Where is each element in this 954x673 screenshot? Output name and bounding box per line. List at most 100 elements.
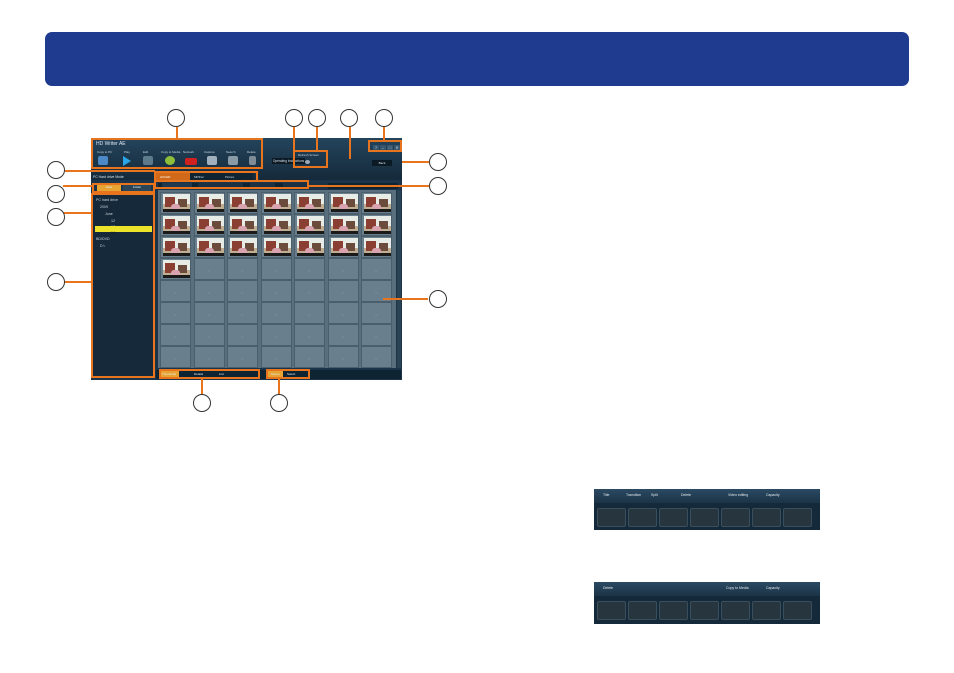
menu-copy-to-media[interactable]: Copy to Media — [161, 150, 181, 154]
scene-slot[interactable] — [690, 601, 719, 620]
thumbnail-cell[interactable] — [193, 192, 225, 214]
thumbnail-cell[interactable] — [327, 192, 359, 214]
help-button[interactable]: ? — [373, 145, 379, 150]
video-editing-button[interactable]: Video editing — [728, 493, 749, 497]
sort-option[interactable] — [162, 183, 192, 189]
thumbnail-cell[interactable] — [361, 192, 392, 214]
thumbnail-cell[interactable] — [193, 214, 225, 236]
tree-year[interactable]: 2009 — [100, 205, 108, 209]
split-button[interactable]: Split — [651, 493, 658, 497]
play-icon[interactable] — [123, 156, 131, 166]
back-button[interactable]: Back — [372, 160, 392, 166]
thumbnail-cell[interactable] — [160, 258, 191, 280]
thumbnail-cell[interactable] — [227, 236, 258, 258]
scene-slot[interactable] — [628, 508, 657, 527]
empty-slot-icon: ○ — [241, 268, 244, 273]
thumbnail-cell[interactable] — [260, 214, 292, 236]
tree-drive[interactable]: D:\ — [100, 244, 105, 248]
tab-avchd[interactable]: AVCHD — [156, 173, 192, 181]
menu-capture[interactable]: Capture — [204, 150, 215, 154]
transition-button[interactable]: Transition — [626, 493, 642, 497]
camera-icon[interactable] — [207, 156, 217, 165]
thumbnail-cell[interactable] — [294, 214, 325, 236]
tree-day-selected[interactable]: 14 — [111, 231, 115, 235]
thumbnail-cell[interactable] — [327, 214, 359, 236]
folder-button[interactable]: Folder — [123, 184, 151, 191]
menu-network[interactable]: Network — [183, 150, 195, 154]
thumbnail-cell[interactable] — [260, 236, 292, 258]
scene-slot[interactable] — [628, 601, 657, 620]
edit-icon[interactable] — [143, 156, 153, 165]
settings-icon[interactable] — [305, 160, 310, 164]
delete-button[interactable]: Delete — [603, 586, 614, 590]
close-button[interactable]: ✕ — [394, 145, 400, 150]
scene-slot[interactable] — [690, 508, 719, 527]
date-button[interactable]: Date — [97, 184, 121, 191]
thumbnail-cell[interactable] — [361, 214, 392, 236]
thumbnail-cell[interactable] — [361, 236, 392, 258]
search-icon[interactable] — [228, 156, 238, 165]
youtube-icon[interactable] — [185, 158, 197, 165]
thumbnail-cell[interactable] — [193, 236, 225, 258]
scene-slot[interactable] — [752, 601, 781, 620]
tree-month[interactable]: June — [105, 212, 113, 216]
thumbnail-cell[interactable] — [160, 214, 191, 236]
tree-bd-dvd[interactable]: BD/DVD — [96, 237, 110, 241]
sort-option[interactable] — [283, 183, 328, 189]
scene-slot[interactable] — [597, 601, 626, 620]
thumbnail-cell[interactable] — [294, 236, 325, 258]
video-thumbnail — [263, 238, 291, 256]
minimize-button[interactable]: – — [380, 145, 386, 150]
thumbnail-cell[interactable] — [227, 214, 258, 236]
menu-search[interactable]: Search — [226, 150, 236, 154]
operating-instructions-button[interactable]: Operating Instructions — [272, 158, 305, 164]
title-button[interactable]: Title — [603, 493, 610, 497]
menu-delete[interactable]: Delete — [247, 150, 256, 154]
copy-to-media-button[interactable]: Copy to Media — [726, 586, 749, 590]
tab-mp3sc[interactable]: MP3/sc — [190, 173, 222, 181]
thumbnail-cell[interactable] — [160, 192, 191, 214]
scene-slot[interactable] — [659, 508, 688, 527]
scene-slot[interactable] — [659, 601, 688, 620]
empty-cell: ○ — [193, 280, 225, 302]
tab-picture[interactable]: Picture — [221, 173, 253, 181]
scene-slot[interactable] — [752, 508, 781, 527]
callout-circle — [429, 177, 447, 195]
scene-slot[interactable] — [721, 601, 750, 620]
scrollbar[interactable] — [397, 190, 401, 368]
list-view-button[interactable]: List — [219, 372, 224, 376]
thumbnail-cell[interactable] — [327, 236, 359, 258]
thumbnail-cell[interactable] — [160, 236, 191, 258]
menu-edit[interactable]: Edit — [143, 150, 149, 154]
thumbnail-cell[interactable] — [227, 192, 258, 214]
scene-button[interactable]: Scene — [268, 371, 283, 377]
empty-cell: ○ — [260, 324, 292, 346]
details-view-button[interactable]: Details — [194, 372, 204, 376]
copy-to-pc-icon[interactable] — [98, 156, 108, 165]
maximize-button[interactable]: □ — [387, 145, 393, 150]
scene-slot[interactable] — [783, 508, 812, 527]
tree-selected-row — [95, 226, 152, 232]
thumbnail-view-button[interactable]: Thumbnail — [159, 371, 180, 377]
window-buttons-highlight — [368, 140, 402, 152]
tree-day[interactable]: 12 — [111, 219, 115, 223]
tree-pc-hard-drive[interactable]: PC hard drive — [96, 198, 118, 202]
empty-cell: ○ — [361, 346, 392, 368]
empty-cell: ○ — [361, 280, 392, 302]
scene-slot[interactable] — [721, 508, 750, 527]
thumbnail-cell[interactable] — [260, 192, 292, 214]
delete-button[interactable]: Delete — [681, 493, 692, 497]
copy-to-media-icon[interactable] — [165, 156, 175, 165]
scene-slot[interactable] — [597, 508, 626, 527]
empty-slot-icon: ○ — [341, 268, 344, 273]
sort-option[interactable] — [250, 183, 275, 189]
capacity-button[interactable]: Capacity — [766, 493, 780, 497]
thumbnail-cell[interactable] — [294, 192, 325, 214]
capacity-button[interactable]: Capacity — [766, 586, 780, 590]
menu-copy-to-pc[interactable]: Copy to PC — [97, 150, 113, 154]
sort-option[interactable] — [198, 183, 243, 189]
trash-icon[interactable] — [249, 156, 256, 165]
scene-slot[interactable] — [783, 601, 812, 620]
menu-play[interactable]: Play — [124, 150, 130, 154]
select-button[interactable]: Select — [287, 372, 296, 376]
